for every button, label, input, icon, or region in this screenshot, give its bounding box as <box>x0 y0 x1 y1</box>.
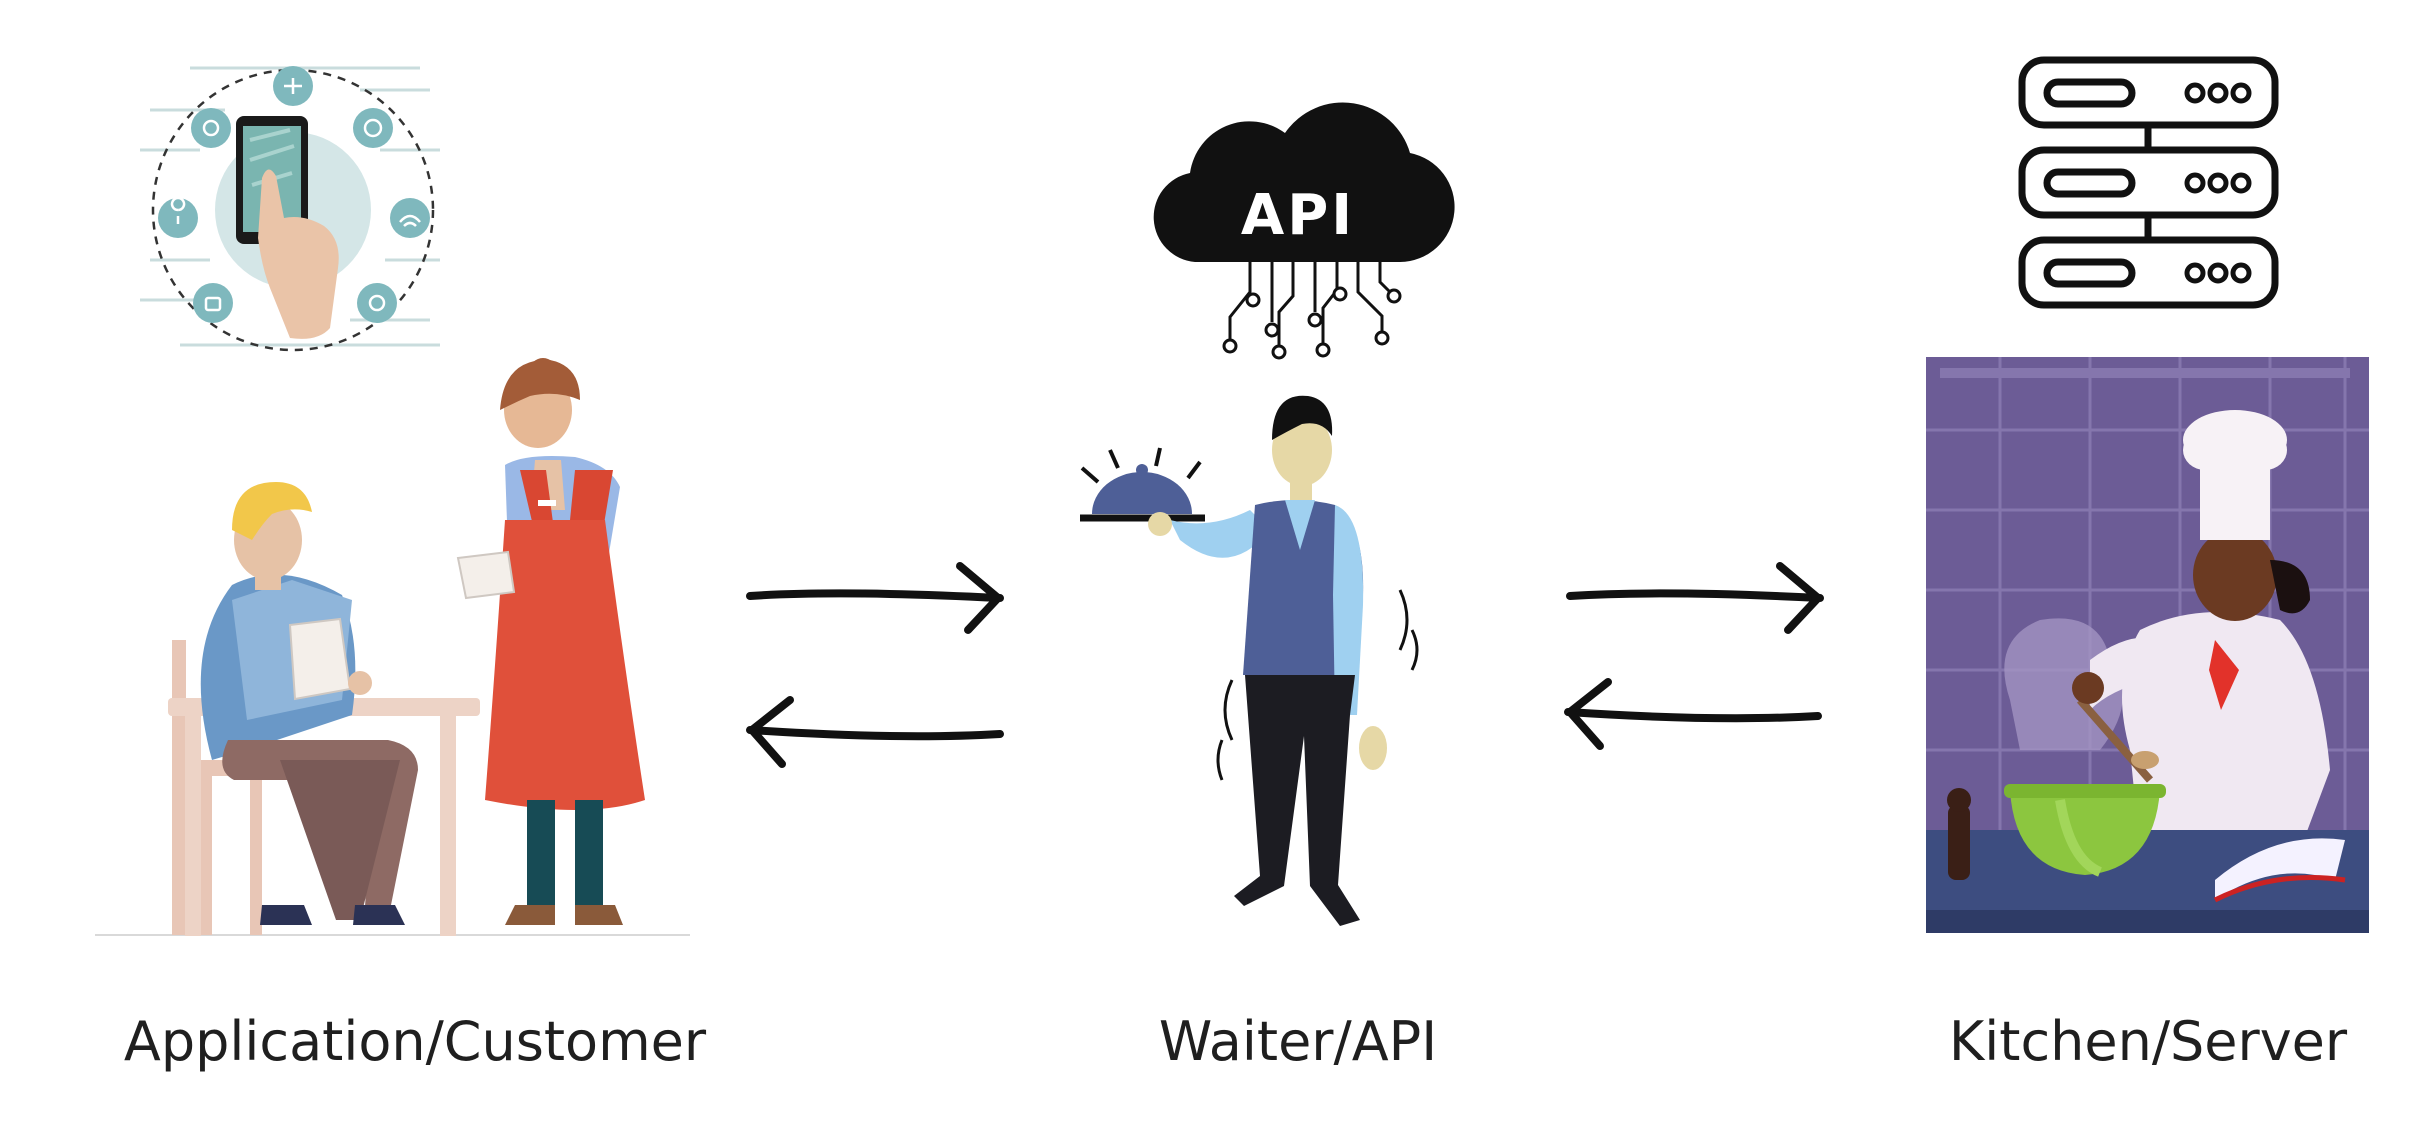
api-badge-text: API <box>1241 183 1355 248</box>
request-arrow-customer-to-api <box>746 562 1004 634</box>
waiter-illustration <box>1080 395 1419 926</box>
waiter-label: Waiter/API <box>1158 1010 1438 1073</box>
customer-label: Application/Customer <box>123 1010 707 1073</box>
response-arrow-api-to-customer <box>746 696 1004 768</box>
response-arrow-server-to-api <box>1564 678 1822 750</box>
cloud-api-icon: API <box>1153 102 1455 360</box>
customer-scene-illustration <box>95 358 690 936</box>
phone-app-icon <box>140 66 440 352</box>
kitchen-label: Kitchen/Server <box>1948 1010 2348 1073</box>
server-rack-icon <box>2018 56 2279 309</box>
request-arrow-api-to-server <box>1566 562 1824 634</box>
kitchen-chef-illustration <box>1926 357 2369 933</box>
